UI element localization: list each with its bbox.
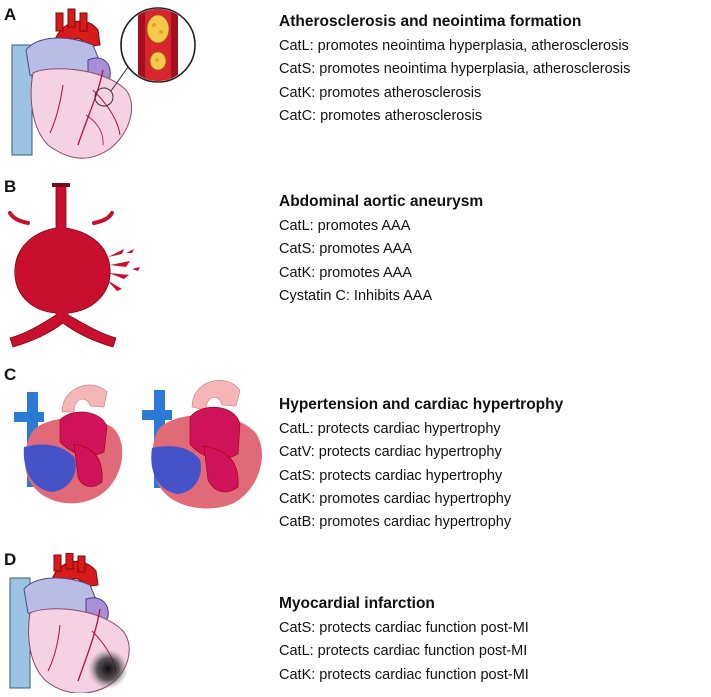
panel-d-item: CatL: protects cardiac function post-MI — [279, 643, 528, 660]
panel-letter-c: C — [4, 365, 17, 384]
myocardial-infarction-illustration — [9, 553, 130, 693]
panel-a-heading: Atherosclerosis and neointima formation — [279, 13, 582, 30]
panel-b-item: CatS: promotes AAA — [279, 241, 412, 258]
panel-a-item: CatL: promotes neointima hyperplasia, at… — [279, 38, 629, 54]
infarct-zone-icon — [88, 649, 128, 689]
panel-d-heading: Myocardial infarction — [279, 595, 435, 612]
panel-c-item: CatV: protects cardiac hypertrophy — [279, 444, 502, 461]
heart-atherosclerosis-illustration — [11, 7, 196, 159]
panel-letter-d: D — [4, 550, 17, 569]
panel-c-item: CatL: protects cardiac hypertrophy — [279, 421, 501, 437]
panel-a-item: CatK: promotes atherosclerosis — [279, 84, 482, 101]
panel-c-text: Hypertension and cardiac hypertrophy Cat… — [279, 395, 563, 534]
panel-d-item: CatS: protects cardiac function post-MI — [279, 620, 529, 636]
panel-b-text: Abdominal aortic aneurysm CatL: promotes… — [279, 192, 483, 308]
panel-d-item: CatK: protects cardiac function post-MI — [279, 666, 529, 683]
panel-letter-b: B — [4, 177, 17, 196]
panel-letter-a: A — [4, 5, 17, 24]
panel-d-text: Myocardial infarction CatS: protects car… — [279, 594, 529, 687]
cardiac-hypertrophy-illustration — [14, 380, 262, 509]
panel-c-heading: Hypertension and cardiac hypertrophy — [279, 396, 564, 413]
panel-c-item: CatS: protects cardiac hypertrophy — [279, 467, 503, 484]
panel-c-item: CatB: promotes cardiac hypertrophy — [279, 514, 512, 531]
panel-b-item: CatK: promotes AAA — [279, 264, 412, 281]
panel-c-item: CatK: promotes cardiac hypertrophy — [279, 490, 512, 507]
panel-a-item: CatC: promotes atherosclerosis — [279, 107, 483, 124]
normal-heart-icon — [14, 384, 123, 504]
panel-b-item: CatL: promotes AAA — [279, 218, 411, 234]
panel-b-item: Cystatin C: Inhibits AAA — [279, 287, 433, 304]
aortic-aneurysm-illustration — [8, 183, 140, 348]
hypertrophic-heart-icon — [142, 380, 262, 509]
panel-a-item: CatS: promotes neointima hyperplasia, at… — [279, 61, 631, 78]
panel-b-heading: Abdominal aortic aneurysm — [279, 193, 484, 210]
panel-a-text: Atherosclerosis and neointima formation … — [279, 12, 630, 128]
